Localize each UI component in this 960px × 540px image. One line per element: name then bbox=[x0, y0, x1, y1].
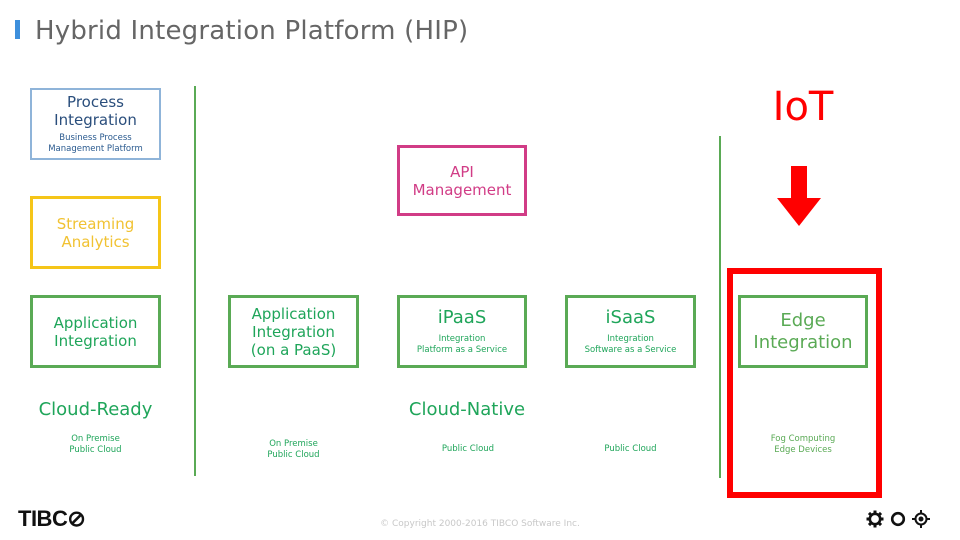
application-integration-box: Application Integration bbox=[30, 295, 161, 368]
process-integration-title: Process Integration bbox=[54, 92, 137, 129]
cloud-ready-deployment-note: On Premise Public Cloud bbox=[69, 434, 122, 456]
circle-icon bbox=[890, 511, 906, 527]
process-integration-box: Process Integration Business Process Man… bbox=[30, 88, 161, 160]
iot-highlight-frame bbox=[727, 268, 882, 498]
gear-icon bbox=[866, 510, 884, 528]
isaas-deployment-note: Public Cloud bbox=[604, 444, 657, 454]
divider-cloud-native bbox=[719, 136, 721, 478]
cloud-ready-label: Cloud-Ready bbox=[38, 399, 153, 420]
title-accent-bar bbox=[15, 20, 20, 39]
edge-integration-title: Edge Integration bbox=[753, 309, 853, 353]
process-integration-subtitle: Business Process Management Platform bbox=[48, 132, 143, 154]
ipaas-box: iPaaS Integration Platform as a Service bbox=[397, 295, 527, 368]
crosshair-icon bbox=[912, 510, 930, 528]
paas-deployment-note: On Premise Public Cloud bbox=[267, 439, 320, 461]
api-management-title: API Management bbox=[412, 162, 512, 199]
edge-deployment-note: Fog Computing Edge Devices bbox=[770, 434, 836, 456]
ipaas-subtitle: Integration Platform as a Service bbox=[416, 334, 508, 356]
copyright-text: © Copyright 2000-2016 TIBCO Software Inc… bbox=[380, 519, 580, 529]
streaming-analytics-box: Streaming Analytics bbox=[30, 196, 161, 269]
ipaas-deployment-note: Public Cloud bbox=[441, 444, 495, 454]
page-title: Hybrid Integration Platform (HIP) bbox=[35, 16, 469, 46]
isaas-box: iSaaS Integration Software as a Service bbox=[565, 295, 696, 368]
isaas-title: iSaaS bbox=[605, 306, 656, 328]
application-integration-paas-title: Application Integration (on a PaaS) bbox=[250, 304, 337, 359]
streaming-analytics-title: Streaming Analytics bbox=[56, 214, 135, 251]
cloud-native-label: Cloud-Native bbox=[408, 399, 526, 420]
application-integration-title: Application Integration bbox=[53, 313, 138, 350]
application-integration-paas-box: Application Integration (on a PaaS) bbox=[228, 295, 359, 368]
footer-icons bbox=[866, 510, 930, 528]
api-management-box: API Management bbox=[397, 145, 527, 216]
edge-integration-box: Edge Integration bbox=[738, 295, 868, 368]
iot-label: IoT bbox=[772, 84, 834, 130]
isaas-subtitle: Integration Software as a Service bbox=[584, 334, 677, 356]
down-arrow-icon bbox=[777, 166, 821, 226]
tibco-logo: TIBC⊘ bbox=[18, 506, 86, 531]
divider-cloud-ready bbox=[194, 86, 196, 476]
ipaas-title: iPaaS bbox=[437, 306, 487, 328]
